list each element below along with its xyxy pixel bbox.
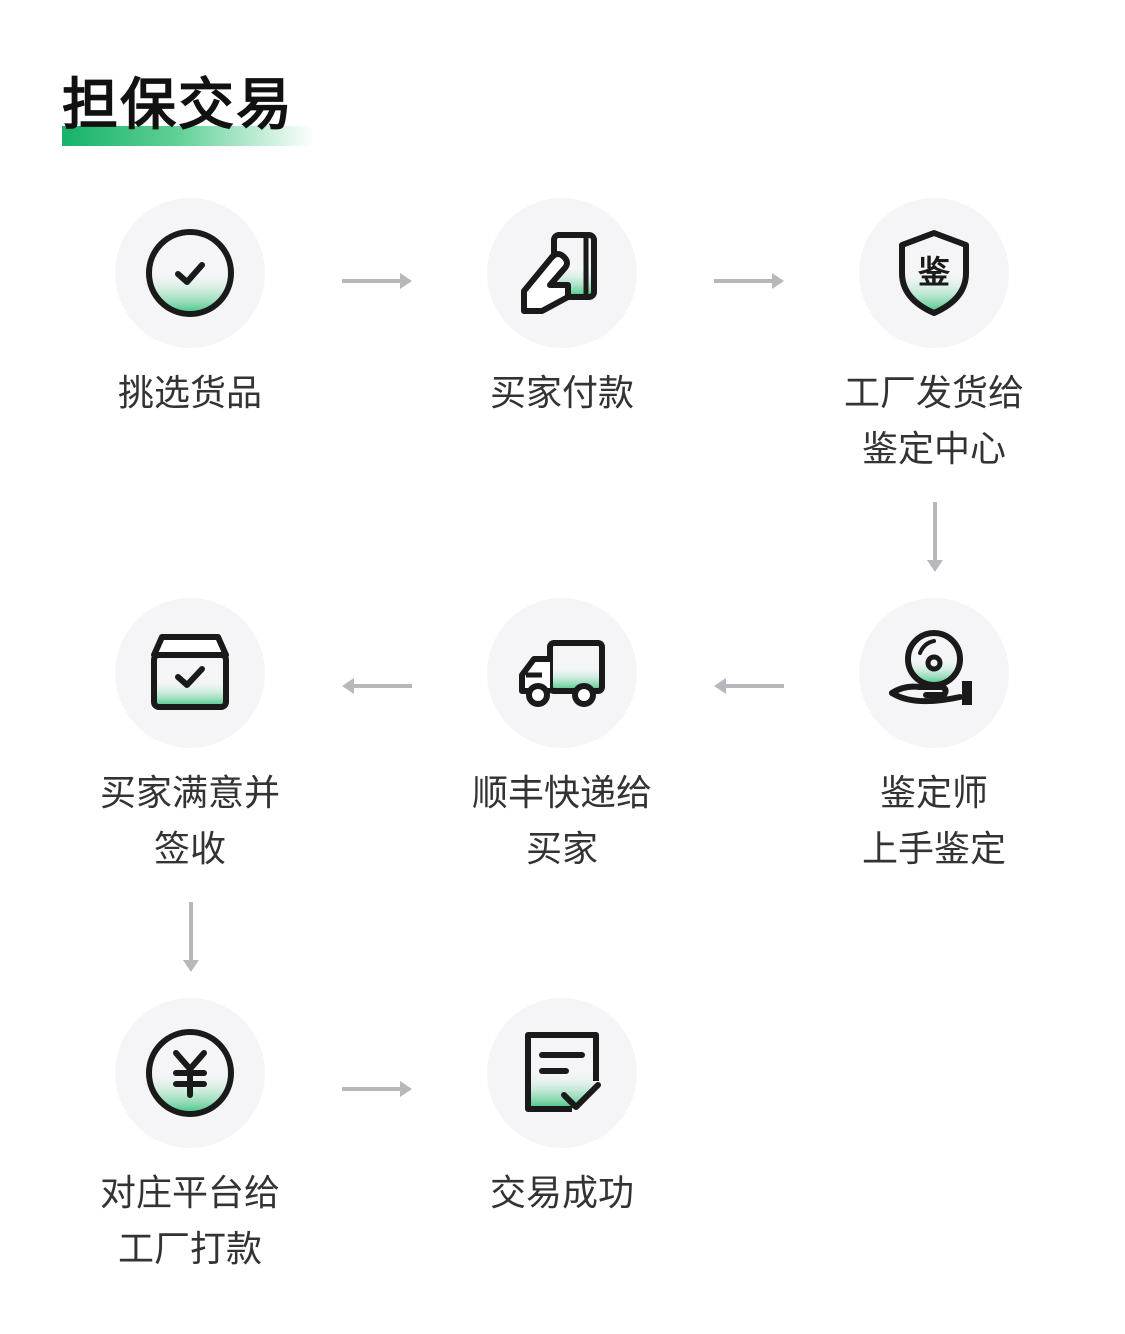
step-label: 买家付款 [489,373,634,414]
arrow-right-icon [340,1078,414,1100]
shield-icon-text: 鉴 [917,253,951,291]
step-icon-circle [859,598,1009,748]
truck-icon [519,640,605,707]
step-icon-circle [487,198,637,348]
step-icon-circle [487,998,637,1148]
step-label: 挑选货品 [117,373,262,414]
document-check-icon [525,1032,601,1112]
step-label: 工厂发货给 鉴定中心 [843,373,1024,470]
step-label: 顺丰快递给 买家 [471,773,652,870]
step-icon-circle [115,998,265,1148]
arrow-right-icon [340,270,414,292]
shield-icon: 鉴 [899,230,969,316]
arrow-down-icon [924,500,946,574]
title-underline [62,126,314,146]
card-payment-icon [521,232,597,314]
page-title: 担保交易 [62,73,294,138]
box-check-icon [151,634,229,710]
step-label: 交易成功 [489,1173,634,1214]
arrow-right-icon [712,270,786,292]
arrow-down-icon [180,900,202,974]
yen-coin-icon [146,1029,234,1117]
step-label: 对庄平台给 工厂打款 [99,1173,280,1270]
step-icon-circle [115,598,265,748]
title-block: 担保交易 [62,66,322,148]
step-label: 买家满意并 签收 [99,773,280,870]
check-circle-icon [146,229,234,317]
arrow-left-icon [712,675,786,697]
step-icon-circle [115,198,265,348]
step-label: 鉴定师 上手鉴定 [861,773,1006,870]
step-icon-circle [487,598,637,748]
arrow-left-icon [340,675,414,697]
hand-holding-disc-icon [889,630,972,705]
step-icon-circle: 鉴 [859,198,1009,348]
